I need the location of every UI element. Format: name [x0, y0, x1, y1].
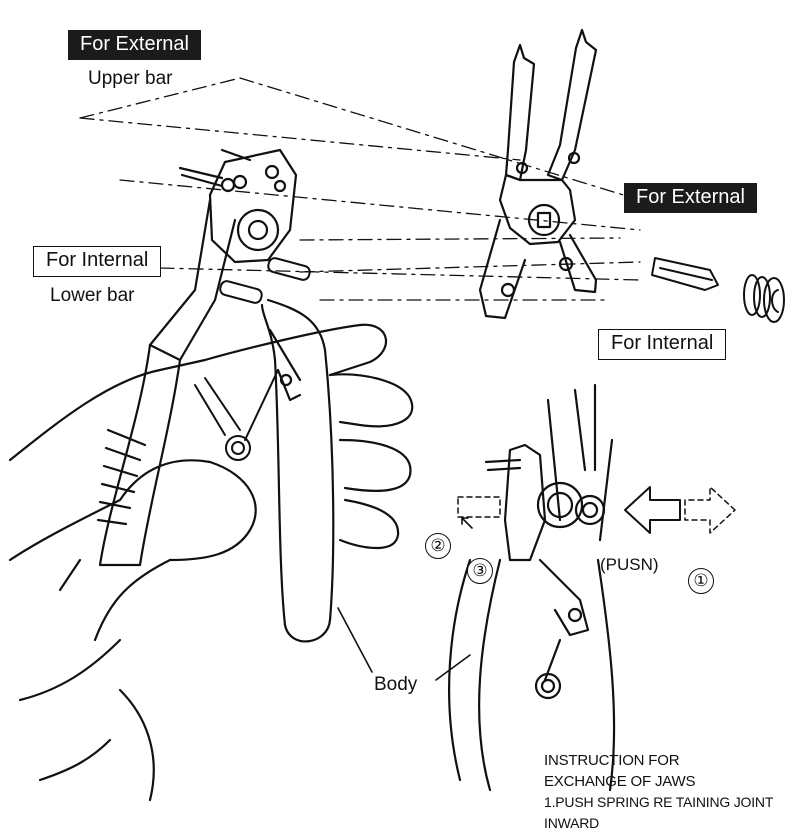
- label-for-internal-right: For Internal: [598, 329, 727, 360]
- label-lower-bar: Lower bar: [50, 285, 135, 306]
- body-leader: [338, 608, 372, 672]
- instruction-block: INSTRUCTION FOR EXCHANGE OF JAWS 1.PUSH …: [544, 750, 773, 834]
- label-body: Body: [374, 674, 418, 695]
- pliers-head: [180, 150, 296, 262]
- label-pusn: (PUSN): [600, 555, 659, 574]
- step2-arrow: [462, 518, 472, 528]
- step2-dashed-box: [458, 497, 500, 517]
- label-upper-bar: Upper bar: [88, 68, 173, 89]
- hand-outline: [10, 325, 412, 800]
- right-handle-body: [262, 300, 333, 641]
- instruction-line-3: 1.PUSH SPRING RE TAINING JOINT: [544, 794, 774, 810]
- spring: [195, 370, 278, 460]
- step-number-2: ②: [425, 533, 451, 559]
- step-number-3: ③: [467, 558, 493, 584]
- step-number-1: ①: [688, 568, 714, 594]
- guide-lines: [80, 78, 640, 300]
- instruction-line-1: INSTRUCTION FOR: [544, 752, 680, 769]
- tip-part: [652, 258, 784, 322]
- body-leader-2: [436, 655, 470, 680]
- push-arrow-dashed: [685, 487, 735, 533]
- label-for-external-left: For External: [68, 30, 201, 60]
- label-for-external-right: For External: [624, 183, 757, 213]
- jaw-set: [480, 30, 596, 318]
- upper-bar-pin: [219, 257, 311, 304]
- instruction-line-2: EXCHANGE OF JAWS: [544, 773, 696, 790]
- label-for-internal-left: For Internal: [33, 246, 162, 277]
- push-arrow-solid: [625, 487, 680, 533]
- closeup-pliers: [449, 385, 614, 790]
- left-handle: [98, 200, 235, 565]
- instruction-line-4: INWARD: [544, 815, 600, 831]
